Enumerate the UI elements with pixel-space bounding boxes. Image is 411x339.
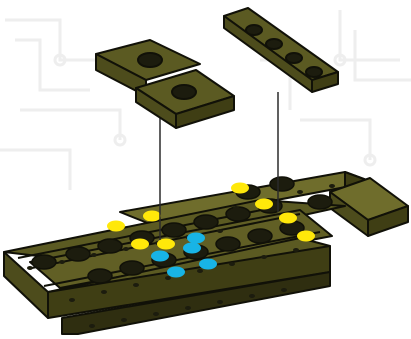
yellow-marker [279,213,297,224]
rivet-dot [281,288,287,292]
upper-plate-left [96,40,234,128]
rivet-dot [27,266,33,270]
stud-hole [266,39,282,49]
stud-hole [194,215,218,229]
rivet-dot [165,276,171,280]
cyan-marker [183,243,201,254]
stud-hole [306,67,322,77]
stud-hole [32,255,56,269]
stud-hole [120,261,144,275]
yellow-marker [143,211,161,222]
stud-hole [246,25,262,35]
cyan-marker [151,251,169,262]
rivet-dot [217,300,223,304]
stud-hole [216,237,240,251]
stud-hole [88,269,112,283]
stud-hole [138,53,162,67]
rivet-dot [133,283,139,287]
yellow-marker [131,239,149,250]
rivet-dot [233,206,239,210]
upper-plate-right [224,8,338,92]
rivet-dot [123,247,129,251]
rivet-dot [249,294,255,298]
yellow-marker [107,221,125,232]
cyan-marker [199,259,217,270]
rivet-dot [59,260,65,264]
stud-hole [248,229,272,243]
rivet-dot [69,298,75,302]
yellow-marker [297,231,315,242]
rivet-dot [297,190,303,194]
rivet-dot [217,229,223,233]
rivet-dot [153,312,159,316]
stud-hole [308,195,332,209]
stud-hole [162,223,186,237]
stud-hole [66,247,90,261]
cyan-marker [167,267,185,278]
stud-hole [286,53,302,63]
rivet-dot [261,255,267,259]
rivet-dot [121,318,127,322]
yellow-marker [255,199,273,210]
rivet-dot [101,290,107,294]
rivet-dot [91,253,97,257]
rivet-dot [89,324,95,328]
cyan-marker [187,233,205,244]
rivet-dot [329,184,335,188]
stud-hole [270,177,294,191]
rivet-dot [185,306,191,310]
rivet-dot [229,262,235,266]
stud-hole [172,85,196,99]
rivet-dot [293,248,299,252]
stud-hole [98,239,122,253]
rivet-dot [197,269,203,273]
yellow-marker [157,239,175,250]
yellow-marker [231,183,249,194]
